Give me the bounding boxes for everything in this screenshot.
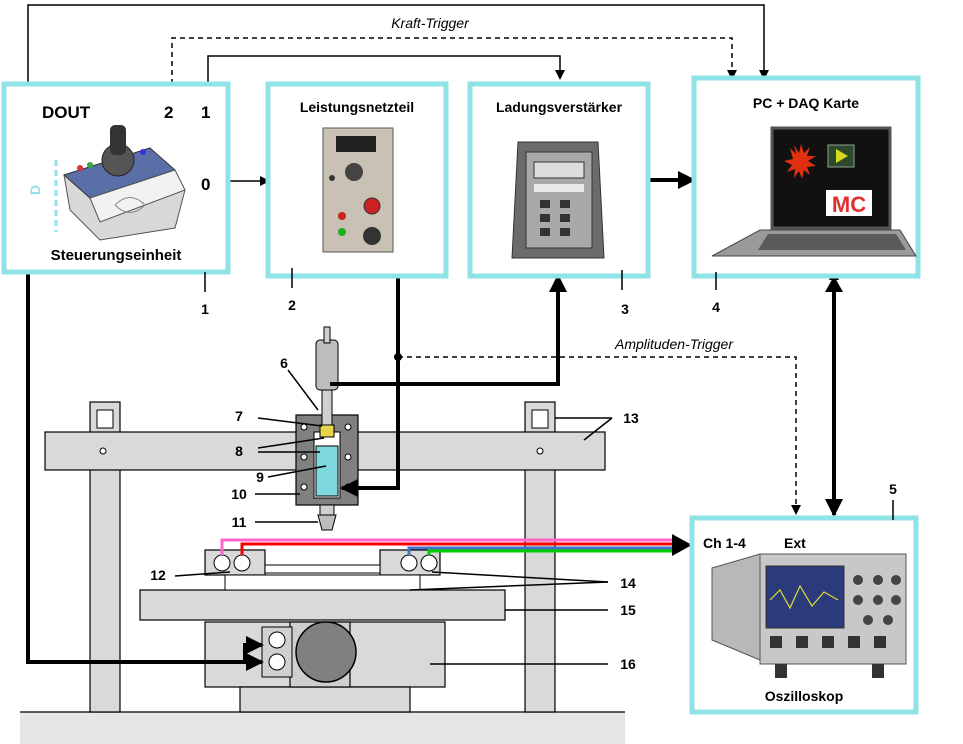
charge-amplifier-box: Ladungsverstärker: [467, 81, 651, 279]
callout-2: 2: [288, 297, 296, 313]
ch14-label: Ch 1-4: [703, 535, 746, 551]
ladungsverstaerker-label: Ladungsverstärker: [496, 99, 623, 115]
pin1-label: 1: [201, 103, 210, 122]
callout-3: 3: [621, 301, 629, 317]
signal-wires: [220, 534, 692, 556]
power-supply-box: Leistungsnetzteil: [265, 81, 449, 279]
dout-label: DOUT: [42, 103, 91, 122]
callout-1: 1: [201, 301, 209, 317]
specimen: [264, 564, 381, 574]
leistungsnetzteil-label: Leistungsnetzteil: [300, 99, 414, 115]
callout-8: 8: [235, 443, 243, 459]
callout-13: 13: [623, 410, 639, 426]
piezo-element: [315, 445, 339, 497]
pc-daq-label: PC + DAQ Karte: [753, 95, 859, 111]
amplituden-trigger-label: Amplituden-Trigger: [614, 336, 734, 352]
steuerungseinheit-label: Steuerungseinheit: [51, 247, 182, 264]
callout-16: 16: [620, 656, 636, 672]
indenter-tip: [317, 514, 337, 531]
charge-amplifier-image: [511, 141, 605, 259]
oscilloscope-box: Ch 1-4 Ext Oszilloskop: [689, 515, 919, 715]
oszilloskop-label: Oszilloskop: [765, 688, 844, 704]
callout-4: 4: [712, 299, 720, 315]
ext-label: Ext: [784, 535, 806, 551]
callout-10: 10: [231, 486, 247, 502]
pin2-label: 2: [164, 103, 173, 122]
pin0-label: 0: [201, 175, 210, 194]
oscilloscope-image: [711, 553, 907, 678]
motor: [295, 621, 357, 683]
callout-15: 15: [620, 602, 636, 618]
actuator-assembly: [295, 326, 359, 531]
mc-logo: MC: [832, 192, 866, 217]
pc-daq-box: PC + DAQ Karte MC: [691, 75, 921, 279]
laptop-image: MC: [711, 126, 917, 257]
joystick-device-image: [63, 125, 186, 241]
callout-6: 6: [280, 355, 288, 371]
table-plate: [139, 589, 506, 621]
stage-base: [239, 686, 411, 713]
kraft-trigger-label: Kraft-Trigger: [391, 15, 470, 31]
cables: [26, 171, 843, 671]
control-unit-box: DOUT 2 1 0 D Steuerungseinheit: [1, 81, 231, 275]
callout-7: 7: [235, 408, 243, 424]
power-supply-image: [322, 127, 394, 253]
callout-14: 14: [620, 575, 636, 591]
floor: [20, 712, 625, 744]
callouts: 1 2 3 4 5 6 7 8 9 10 11 12 13 14 15 16: [150, 268, 897, 672]
callout-9: 9: [256, 469, 264, 485]
thin-wires: [27, 4, 801, 515]
force-sensor: [319, 424, 335, 438]
d-mark: D: [27, 185, 43, 195]
callout-12: 12: [150, 567, 166, 583]
callout-11: 11: [232, 514, 247, 530]
callout-5: 5: [889, 481, 897, 497]
